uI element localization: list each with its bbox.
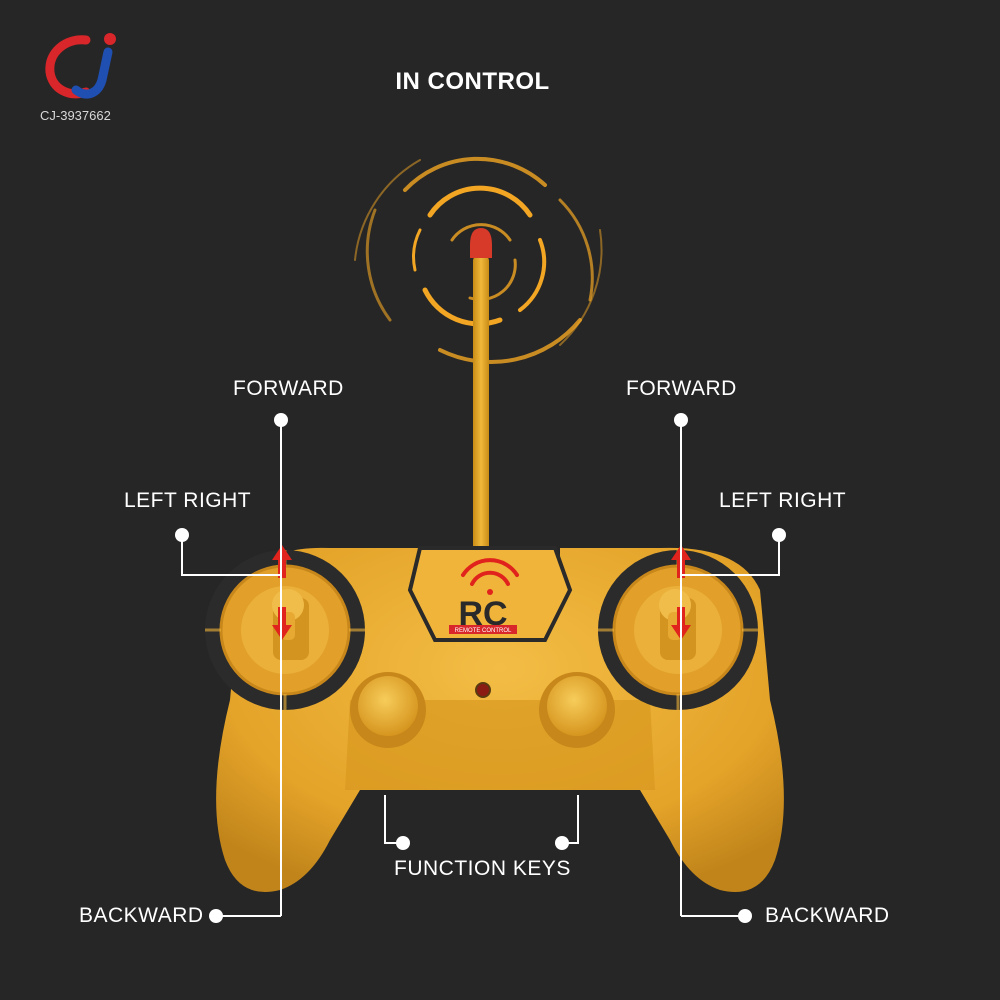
- function-key-left[interactable]: [350, 672, 426, 748]
- page-title: IN CONTROL: [395, 68, 550, 95]
- label-left-right-left: LEFT RIGHT: [124, 489, 252, 512]
- callout-dots: [175, 413, 786, 923]
- function-key-right[interactable]: [539, 672, 615, 748]
- antenna-tip: [470, 228, 492, 258]
- rc-badge-sub: REMOTE CONTROL: [455, 628, 512, 634]
- label-backward-right: BACKWARD: [765, 904, 890, 927]
- wireless-icon: [461, 558, 519, 595]
- label-left-right-right: LEFT RIGHT: [719, 489, 847, 512]
- brand-logo: [45, 33, 116, 99]
- label-function-keys: FUNCTION KEYS: [394, 857, 571, 880]
- antenna: [473, 255, 489, 555]
- indicator-led: [475, 682, 491, 698]
- signal-waves: [354, 156, 603, 364]
- label-forward-right: FORWARD: [626, 377, 737, 400]
- label-forward-left: FORWARD: [233, 377, 344, 400]
- label-backward-left: BACKWARD: [79, 904, 204, 927]
- logo-code: CJ-3937662: [40, 108, 111, 123]
